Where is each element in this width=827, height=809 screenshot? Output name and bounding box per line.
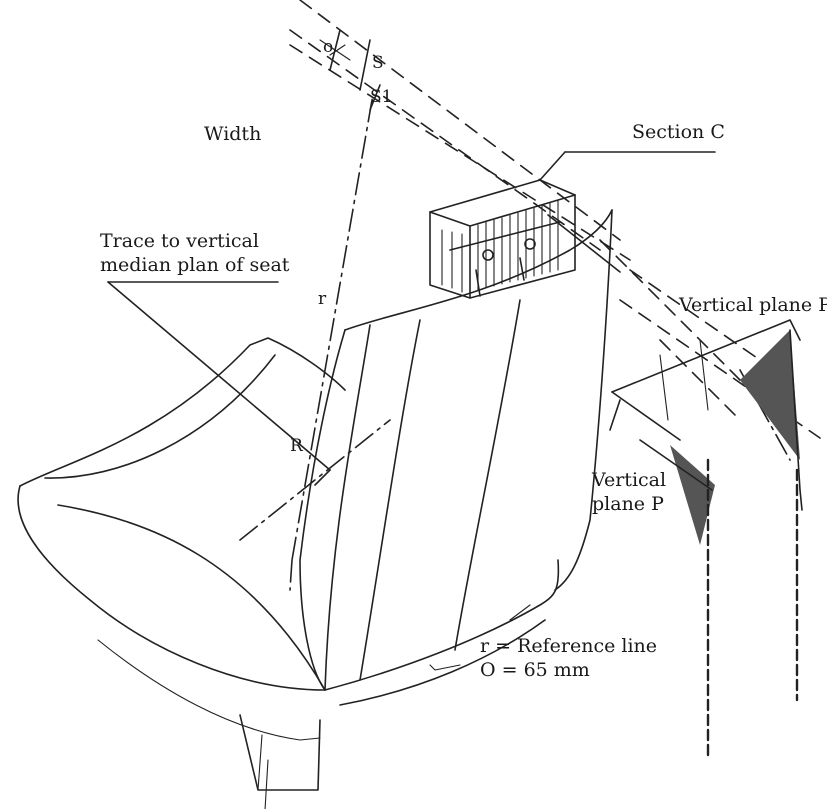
vertical-plane-p-lines <box>547 214 821 762</box>
s-marker: S <box>372 53 384 73</box>
reference-lines <box>107 0 716 809</box>
R-marker: R <box>290 436 304 456</box>
width-label: Width <box>204 123 261 145</box>
trace-label-line1: Trace to vertical <box>100 230 259 252</box>
section-c-label: Section C <box>632 121 725 143</box>
s1-marker: S1 <box>370 87 392 107</box>
vertical-plane-p-mid-label-2: plane P <box>592 493 664 515</box>
reference-line-label: r = Reference line <box>480 635 657 657</box>
vertical-plane-p-mid-label-1: Vertical <box>591 469 666 491</box>
seat-cushion <box>17 337 346 791</box>
section-c-headrest <box>429 179 576 299</box>
vertical-plane-p-right-label: Vertical plane P <box>678 294 827 316</box>
trace-label-line2: median plan of seat <box>100 254 290 276</box>
r-marker: r <box>318 289 327 309</box>
seat-back <box>299 209 613 706</box>
o-value-label: O = 65 mm <box>480 659 590 681</box>
o-marker: o <box>323 37 333 57</box>
